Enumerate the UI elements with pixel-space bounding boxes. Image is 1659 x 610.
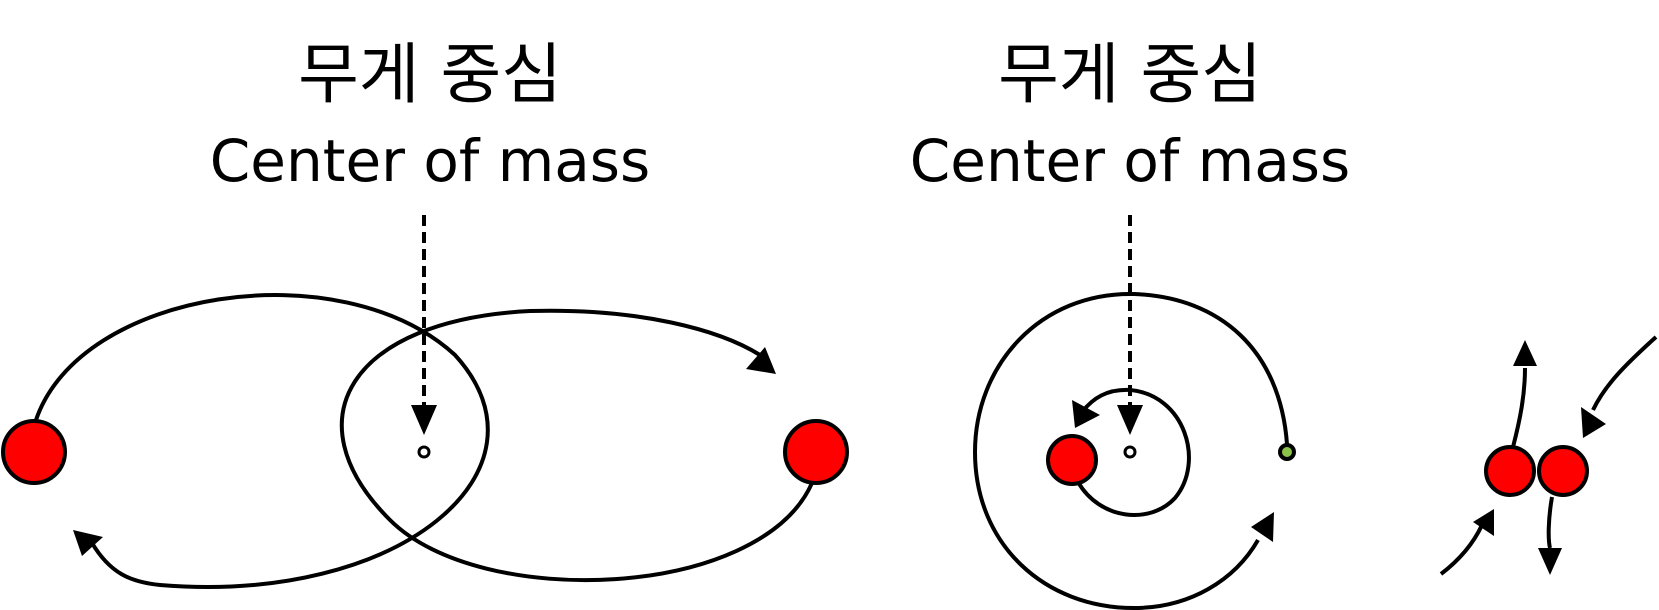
close-pair-down-arrowhead <box>1538 548 1562 575</box>
right-korean-label: 무게 중심 <box>998 36 1262 113</box>
left-body-orbit <box>34 293 490 589</box>
orbiting-star <box>1046 434 1098 486</box>
right-orbit-arrowhead <box>746 347 776 374</box>
left-center-of-mass-point <box>417 445 431 459</box>
companion-orbit <box>972 291 1289 610</box>
right-star <box>783 419 849 485</box>
left-orbit-arrowhead <box>73 530 103 556</box>
right-pointer-arrowhead <box>1117 405 1143 435</box>
left-english-label: Center of mass <box>210 127 650 195</box>
star-orbit <box>1076 387 1191 518</box>
close-pair-right-star <box>1537 445 1589 497</box>
close-pair-upper-path <box>1511 367 1527 448</box>
left-star <box>1 419 67 485</box>
small-companion <box>1278 443 1296 461</box>
close-pair-incoming-path <box>1591 335 1658 411</box>
close-pair-lower-path <box>1546 496 1554 549</box>
left-korean-label: 무게 중심 <box>298 36 562 113</box>
close-pair-outgoing-arrowhead <box>1473 509 1494 536</box>
right-english-label: Center of mass <box>910 127 1350 195</box>
right-body-orbit <box>339 308 814 583</box>
close-pair-left-star <box>1484 445 1536 497</box>
close-pair-panel <box>1439 335 1658 576</box>
equal-mass-binary-panel: 무게 중심 Center of mass <box>1 36 849 589</box>
close-pair-up-arrowhead <box>1513 340 1537 366</box>
close-pair-incoming-arrowhead <box>1581 407 1606 438</box>
left-pointer-arrowhead <box>411 405 437 435</box>
unequal-mass-panel: 무게 중심 Center of mass <box>910 36 1350 610</box>
star-orbit-arrowhead <box>1072 400 1100 428</box>
close-pair-outgoing-path <box>1439 524 1484 576</box>
right-center-of-mass-point <box>1123 445 1137 459</box>
companion-orbit-arrowhead <box>1251 512 1274 542</box>
